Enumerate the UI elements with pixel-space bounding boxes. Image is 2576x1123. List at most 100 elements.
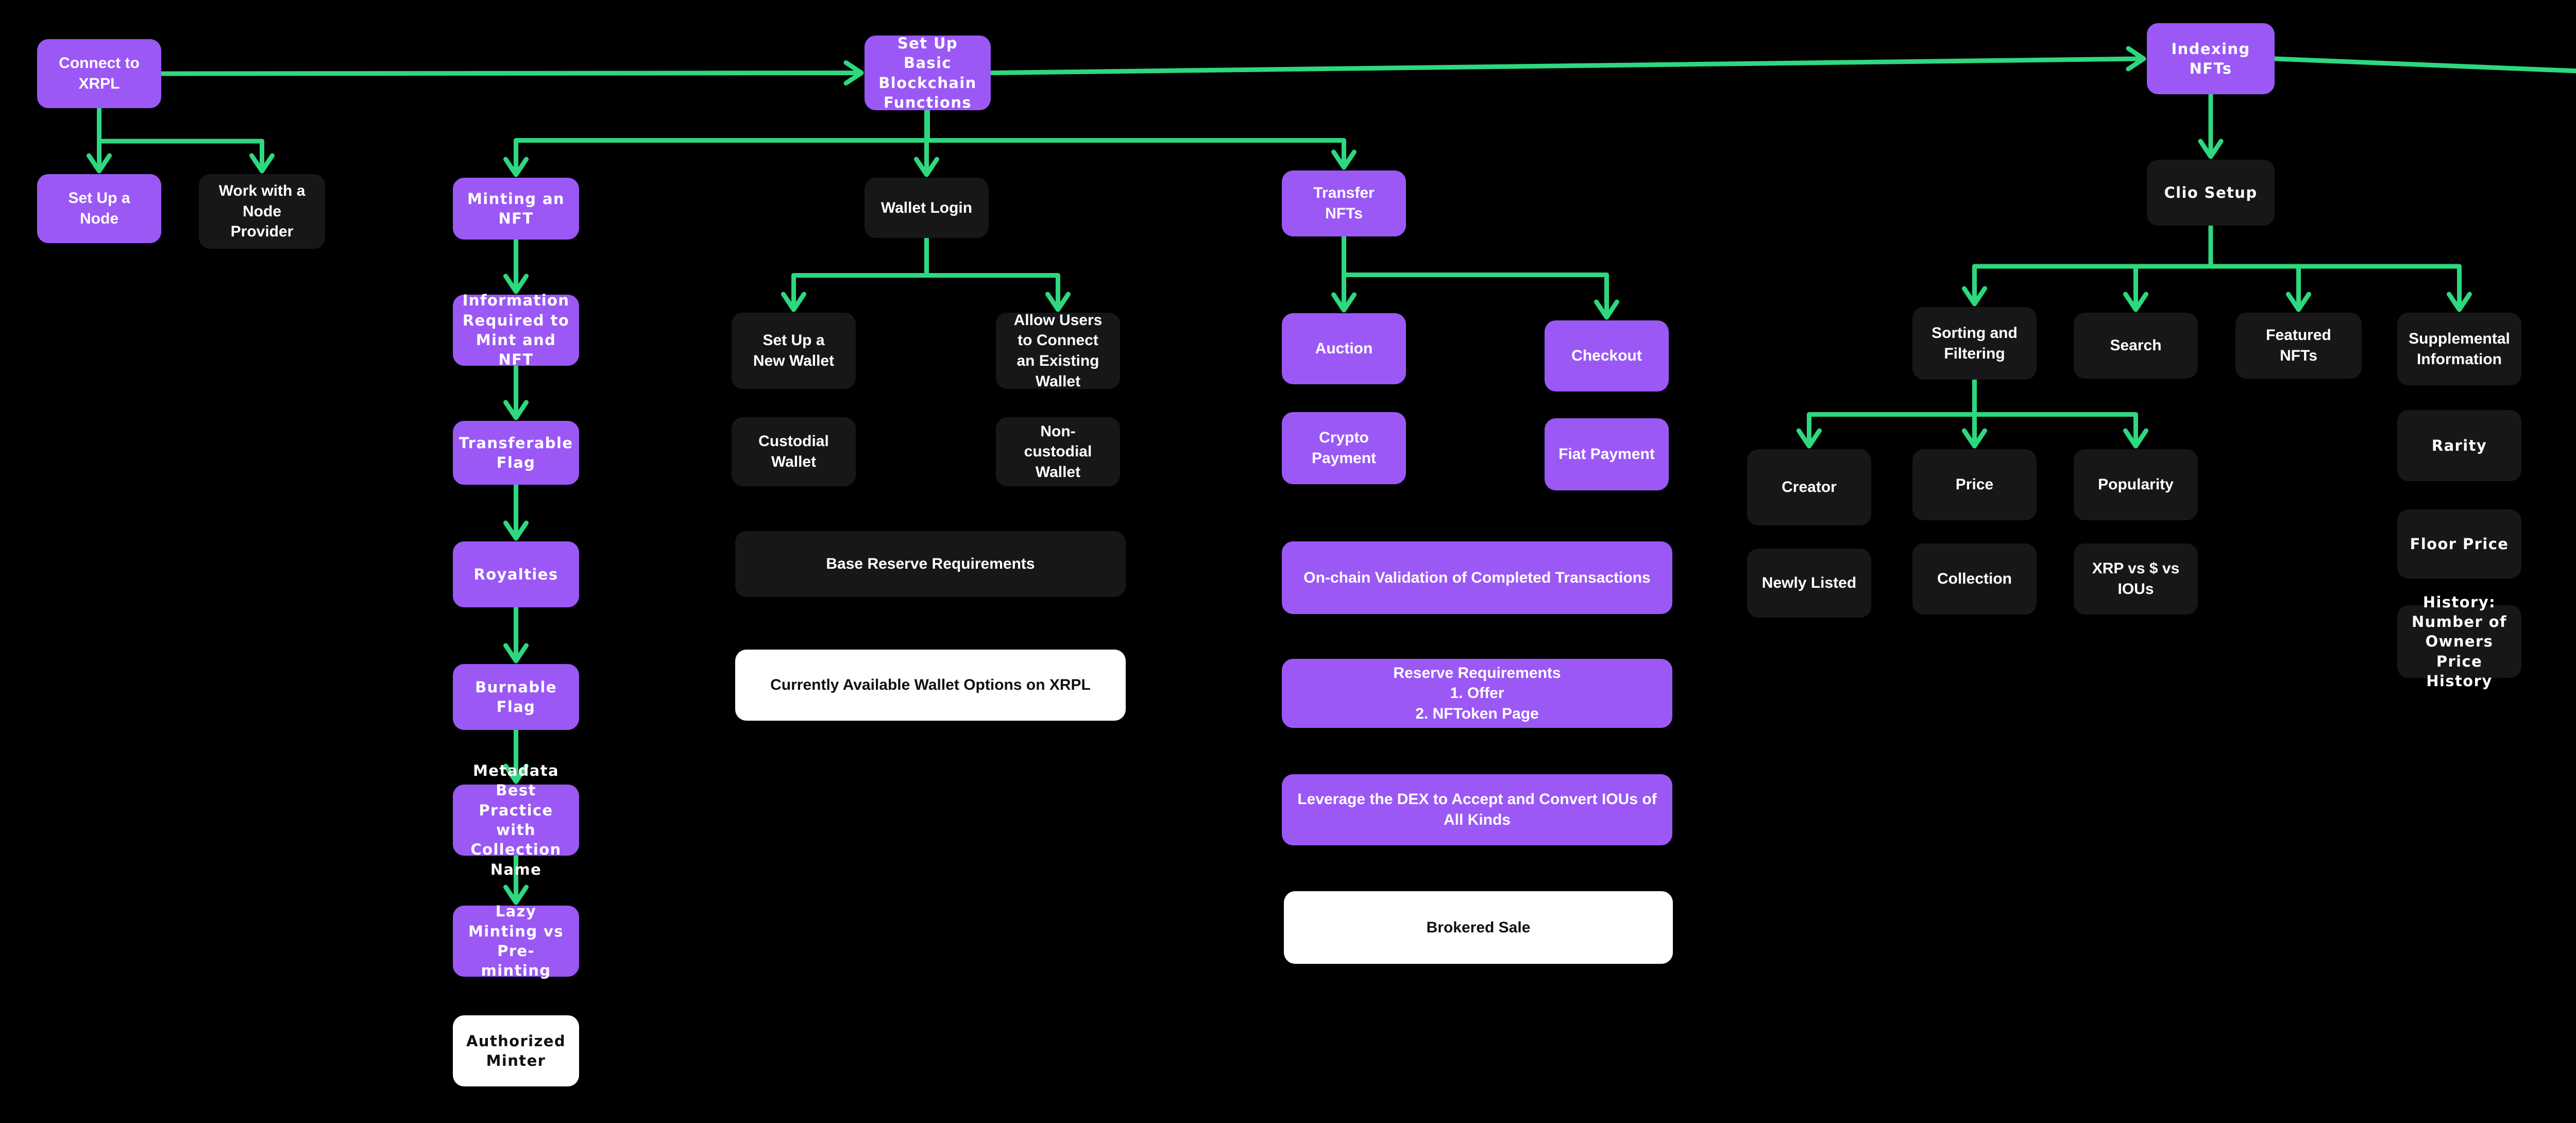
node-label: Price [1955,476,1994,494]
node-label: Transferable Flag [459,434,573,471]
arrowhead-transferable-flag-icon [503,400,529,420]
node-connect-to-xrpl[interactable]: Connect to XRPL [37,39,161,108]
node-newly-listed[interactable]: Newly Listed [1747,549,1871,618]
edge-transfer-nfts--checkout [1342,234,1609,319]
node-label: On-chain Validation of Completed Transac… [1303,569,1651,586]
node-label: Royalties [473,565,558,583]
arrowhead-indexing-nfts-icon [2126,46,2146,72]
node-label: Supplemental Information [2409,330,2510,368]
node-label: XRP vs $ vs IOUs [2092,560,2180,598]
node-set-up-a-node[interactable]: Set Up a Node [37,174,161,243]
node-label: Collection [1937,570,2012,588]
edge-set-up-basic-blockchain-functions--minting-an-nft [514,108,930,176]
node-label: Auction [1315,340,1373,358]
arrowhead-information-required-to-mint-and-nft-icon [503,274,529,294]
node-label: Leverage the DEX to Accept and Convert I… [1297,791,1657,828]
node-xrp-vs-usd-vs-ious[interactable]: XRP vs $ vs IOUs [2074,543,2198,615]
node-label: Lazy Minting vs Pre-minting [468,903,564,980]
node-history-number-of-owners-price-history[interactable]: History: Number of Owners Price History [2397,593,2521,690]
edge-connect-to-xrpl--set-up-basic-blockchain-functions [159,71,863,76]
node-minting-an-nft[interactable]: Minting an NFT [453,178,579,240]
node-indexing-nfts[interactable]: Indexing NFTs [2147,23,2275,94]
arrowhead-price-icon [1962,428,1987,449]
node-authorized-minter[interactable]: Authorized Minter [453,1015,579,1086]
arrowhead-burnable-flag-icon [503,643,529,663]
node-label: Transfer NFTs [1313,184,1375,222]
node-floor-price[interactable]: Floor Price [2397,509,2521,578]
node-price[interactable]: Price [1912,449,2037,520]
node-transferable-flag[interactable]: Transferable Flag [453,421,579,485]
arrowhead-wallet-login-icon [914,157,939,177]
node-label: Minting an NFT [467,190,565,227]
node-wallet-login[interactable]: Wallet Login [865,178,989,238]
node-label: Creator [1782,479,1837,496]
node-lazy-minting-vs-pre-minting[interactable]: Lazy Minting vs Pre-minting [453,903,579,979]
node-currently-available-wallet-options-on-xrpl[interactable]: Currently Available Wallet Options on XR… [735,650,1126,721]
node-custodial-wallet[interactable]: Custodial Wallet [732,417,856,486]
edge-sorting-and-filtering--popularity [1972,377,2138,448]
node-label: History: Number of Owners Price History [2411,593,2507,690]
node-checkout[interactable]: Checkout [1545,320,1669,392]
edge-set-up-basic-blockchain-functions--transfer-nfts [925,108,1346,169]
node-label: Wallet Login [880,199,973,216]
node-reserve-requirements-offer-nftoken-page[interactable]: Reserve Requirements 1. Offer 2. NFToken… [1282,659,1672,728]
node-base-reserve-requirements[interactable]: Base Reserve Requirements [735,531,1126,597]
node-on-chain-validation-of-completed-transactions[interactable]: On-chain Validation of Completed Transac… [1282,541,1672,614]
node-set-up-a-new-wallet[interactable]: Set Up a New Wallet [732,313,856,389]
node-search[interactable]: Search [2074,313,2198,379]
node-rarity[interactable]: Rarity [2397,410,2521,481]
node-featured-nfts[interactable]: Featured NFTs [2235,313,2362,379]
node-creator[interactable]: Creator [1747,449,1871,525]
edge-indexing-nfts--nft-caching [2272,56,2576,74]
node-supplemental-information[interactable]: Supplemental Information [2397,313,2521,385]
node-brokered-sale[interactable]: Brokered Sale [1284,891,1673,964]
node-metadata-best-practice-with-collection-name[interactable]: Metadata Best Practice with Collection N… [453,762,579,878]
edge-connect-to-xrpl--work-with-a-node-provider [97,106,264,173]
node-transfer-nfts[interactable]: Transfer NFTs [1282,171,1406,236]
arrowhead-set-up-basic-blockchain-functions-icon [843,60,864,86]
node-popularity[interactable]: Popularity [2074,449,2198,520]
node-work-with-a-node-provider[interactable]: Work with a Node Provider [199,174,325,249]
node-label: Set Up Basic Blockchain Functions [878,34,977,111]
node-burnable-flag[interactable]: Burnable Flag [453,664,579,730]
node-crypto-payment[interactable]: Crypto Payment [1282,412,1406,484]
node-non-custodial-wallet[interactable]: Non-custodial Wallet [996,417,1120,486]
node-information-required-to-mint-and-nft[interactable]: Information Required to Mint and NFT [453,292,579,368]
node-label: Set Up a New Wallet [753,332,835,369]
arrowhead-work-with-a-node-provider-icon [249,153,275,174]
node-label: Popularity [2098,476,2174,494]
arrowhead-clio-setup-icon [2198,139,2224,159]
node-set-up-basic-blockchain-functions[interactable]: Set Up Basic Blockchain Functions [865,34,991,111]
node-leverage-the-dex[interactable]: Leverage the DEX to Accept and Convert I… [1282,774,1672,845]
node-royalties[interactable]: Royalties [453,541,579,607]
arrowhead-creator-icon [1797,428,1822,449]
edge-set-up-basic-blockchain-functions--indexing-nfts [988,56,2145,75]
node-label: Burnable Flag [475,678,557,716]
node-fiat-payment[interactable]: Fiat Payment [1545,418,1669,490]
node-label: Indexing NFTs [2171,40,2250,77]
edge-sorting-and-filtering--creator [1807,377,1977,448]
node-sorting-and-filtering[interactable]: Sorting and Filtering [1912,307,2037,380]
node-label: Featured NFTs [2266,327,2331,364]
arrowhead-royalties-icon [503,520,529,541]
node-label: Brokered Sale [1426,918,1531,936]
node-collection[interactable]: Collection [1912,543,2037,615]
node-label: Rarity [2431,436,2487,454]
node-label: Set Up a Node [68,190,130,227]
edge-clio-setup--supplemental-information [2208,223,2462,311]
node-label: Sorting and Filtering [1931,324,2018,362]
node-allow-users-to-connect-an-existing-wallet[interactable]: Allow Users to Connect an Existing Walle… [996,311,1120,390]
node-label: Currently Available Wallet Options on XR… [770,676,1091,694]
node-label: Fiat Payment [1558,446,1655,463]
node-label: Floor Price [2410,535,2509,553]
node-auction[interactable]: Auction [1282,313,1406,384]
arrowhead-supplemental-information-icon [2447,292,2472,312]
arrowhead-transfer-nfts-icon [1331,149,1357,170]
node-label: Allow Users to Connect an Existing Walle… [1013,311,1103,390]
node-label: Authorized Minter [466,1032,566,1069]
node-clio-setup[interactable]: Clio Setup [2147,160,2275,226]
arrowhead-lazy-minting-vs-pre-minting-icon [503,884,529,905]
edge-wallet-login--set-up-a-new-wallet [791,235,929,311]
arrowhead-minting-an-nft-icon [503,157,529,177]
